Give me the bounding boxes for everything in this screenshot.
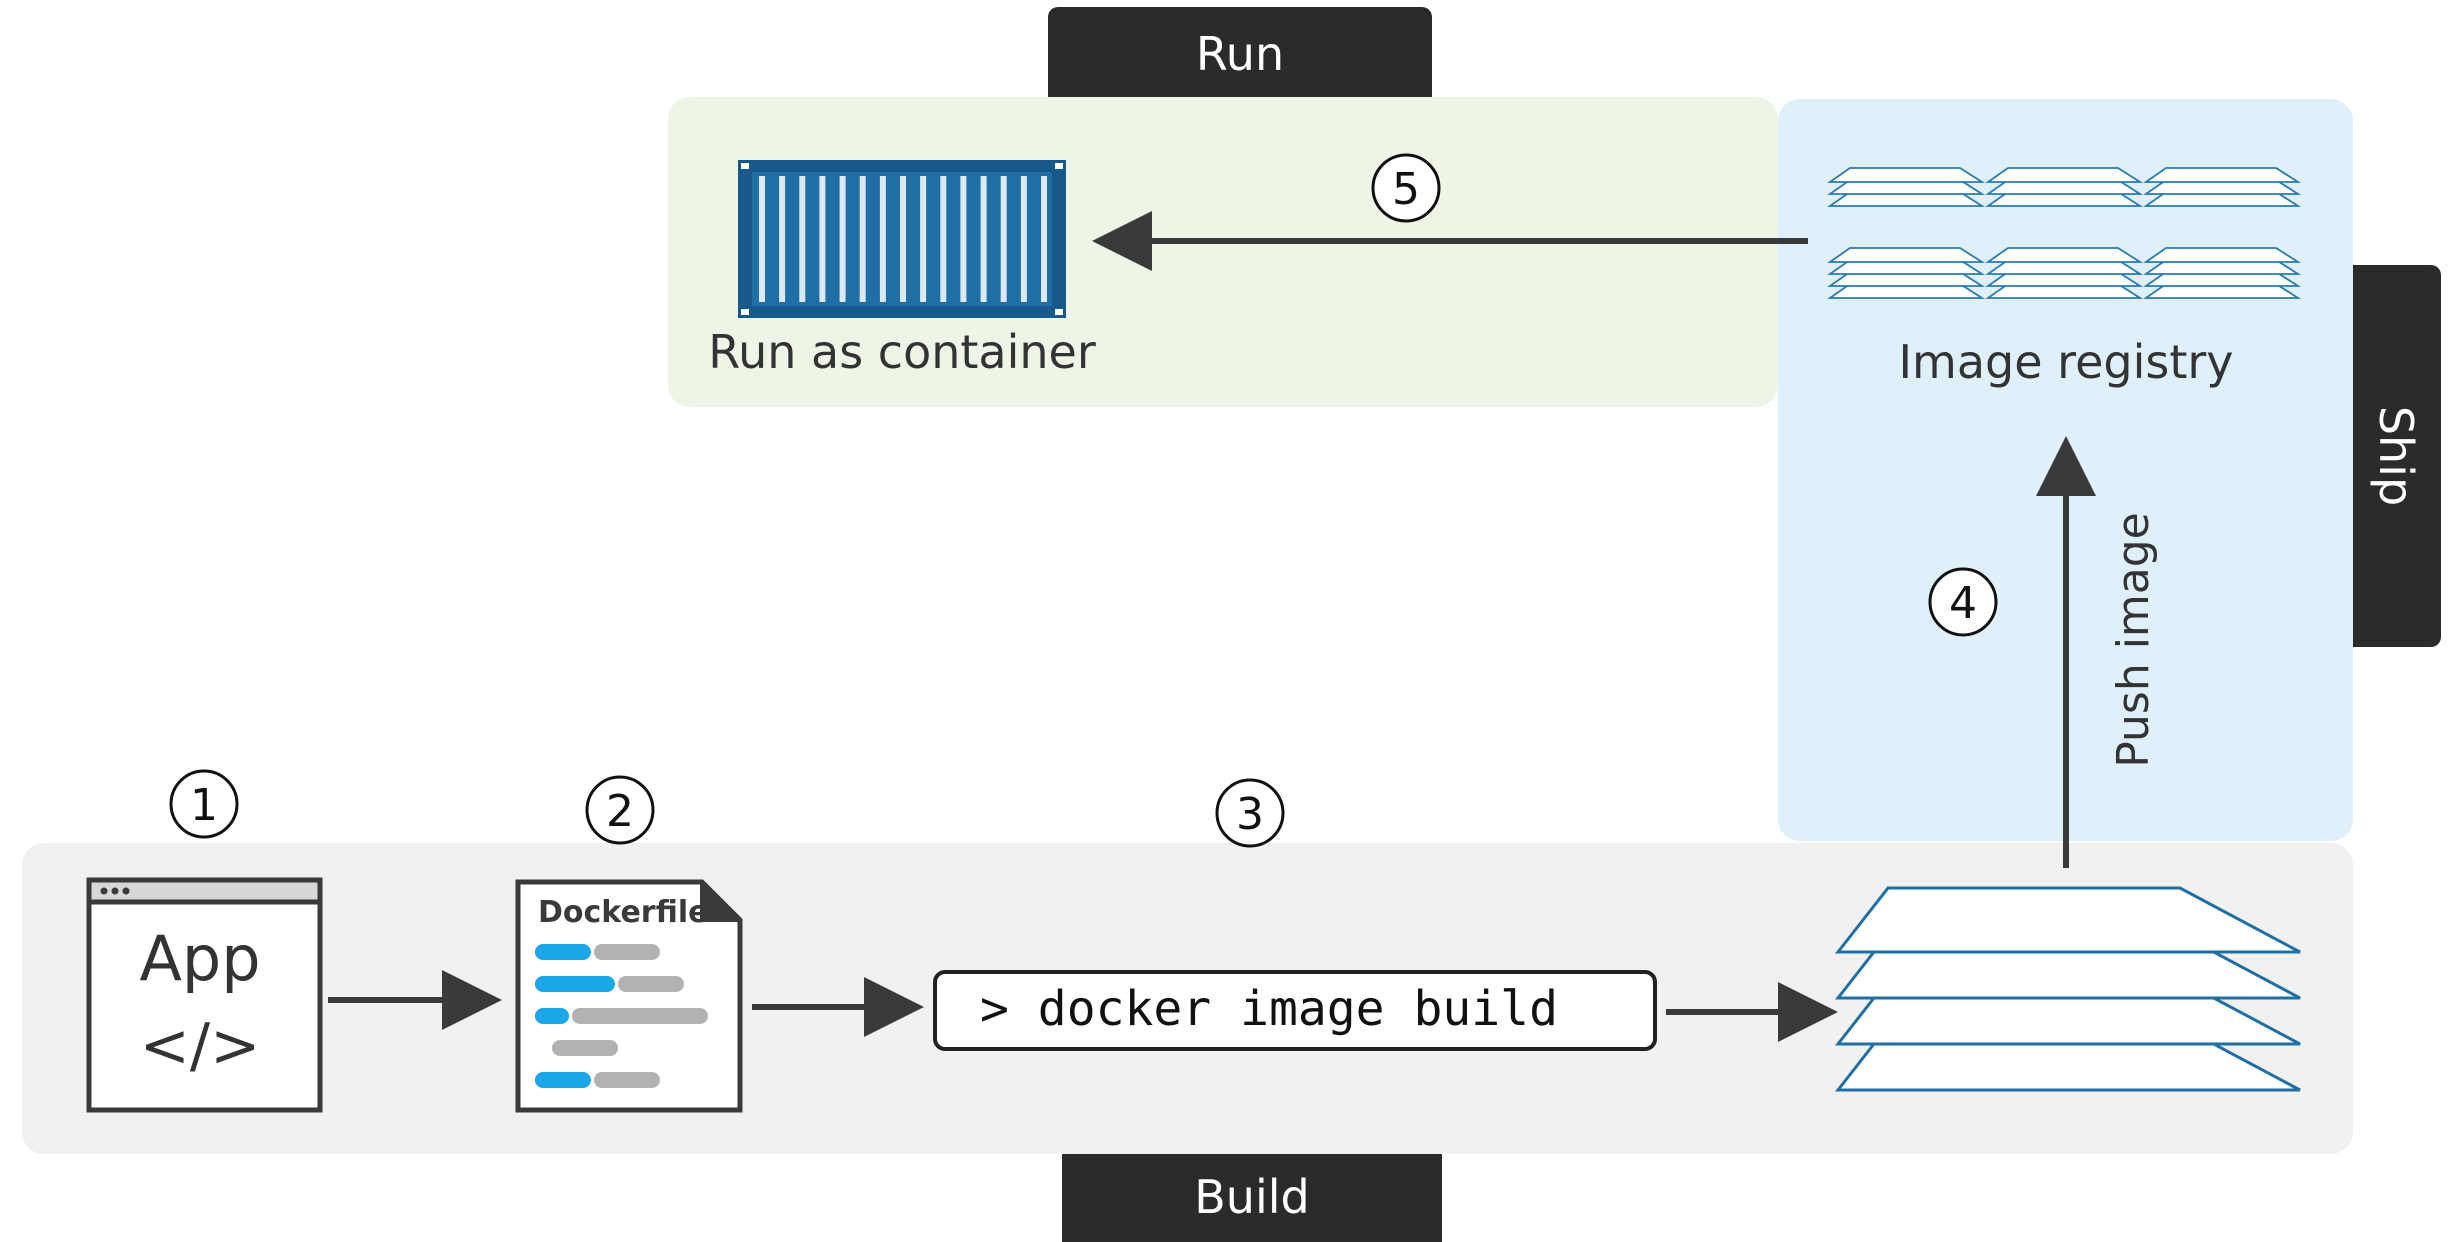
dockerfile-icon: Dockerfile xyxy=(515,879,743,1113)
build-tab: Build xyxy=(1062,1154,1442,1242)
container-rib xyxy=(759,176,765,302)
registry-stack-3 xyxy=(2143,167,2302,207)
container-rib xyxy=(1020,176,1027,302)
container-ribs xyxy=(759,176,1047,302)
container-rib xyxy=(960,176,967,302)
dockerfile-code-lines xyxy=(535,944,708,1088)
container-rib xyxy=(819,176,826,302)
push-image-label: Push image xyxy=(2108,512,2159,768)
registry-stack-4 xyxy=(1827,247,1986,299)
container-rib xyxy=(1041,176,1047,302)
step-4-marker: 4 xyxy=(1928,567,1998,637)
step-1-number: 1 xyxy=(190,780,218,831)
registry-stack-1 xyxy=(1827,167,1986,207)
step-4-number: 4 xyxy=(1949,578,1977,629)
step-2-number: 2 xyxy=(606,786,634,837)
run-as-container-label: Run as container xyxy=(708,325,1096,379)
app-title: App xyxy=(139,922,260,995)
shipping-container-icon xyxy=(738,160,1066,318)
container-rib xyxy=(1000,176,1007,302)
container-rib xyxy=(779,176,786,302)
container-rib xyxy=(879,176,886,302)
command-text: > docker image build xyxy=(980,981,1558,1037)
run-tab: Run xyxy=(1048,7,1432,97)
container-rib xyxy=(799,176,806,302)
app-icon: App </> xyxy=(86,877,323,1113)
image-layers-icon xyxy=(1834,886,2301,1092)
container-rib xyxy=(940,176,947,302)
container-rib xyxy=(980,176,987,302)
dockerfile-title: Dockerfile xyxy=(538,895,708,930)
image-registry-icon xyxy=(1827,167,2302,299)
image-registry-label: Image registry xyxy=(1898,335,2233,389)
run-tab-label: Run xyxy=(1196,27,1284,81)
step-5-number: 5 xyxy=(1392,164,1420,215)
step-5-marker: 5 xyxy=(1371,153,1441,223)
docker-build-command: > docker image build xyxy=(933,970,1657,1051)
step-1-marker: 1 xyxy=(169,769,239,839)
build-tab-label: Build xyxy=(1194,1170,1309,1224)
container-rib xyxy=(900,176,906,302)
step-3-number: 3 xyxy=(1236,789,1264,840)
app-code-glyph: </> xyxy=(140,1011,261,1081)
ship-tab: Ship xyxy=(2353,265,2441,647)
container-rib xyxy=(839,176,846,302)
registry-stack-6 xyxy=(2143,247,2302,299)
ship-tab-label: Ship xyxy=(2369,406,2423,506)
registry-stack-5 xyxy=(1985,247,2144,299)
step-2-marker: 2 xyxy=(585,775,655,845)
container-rib xyxy=(859,176,866,302)
container-rib xyxy=(920,176,927,302)
registry-stack-2 xyxy=(1985,167,2144,207)
step-3-marker: 3 xyxy=(1215,778,1285,848)
